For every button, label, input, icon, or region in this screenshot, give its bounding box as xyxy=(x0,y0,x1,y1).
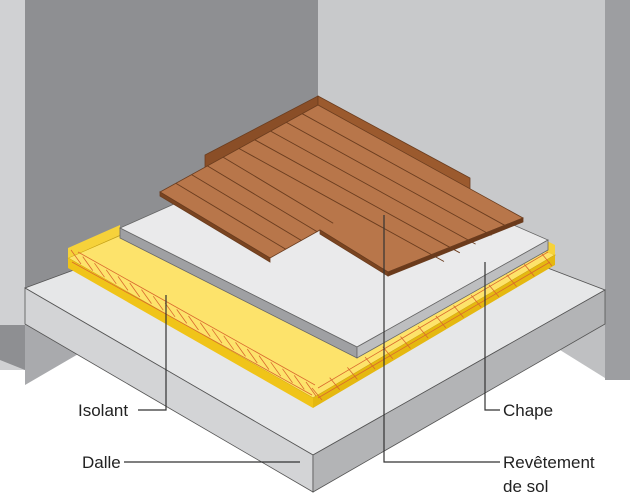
mesh-wire xyxy=(506,274,517,287)
mesh-wire xyxy=(305,381,317,397)
floor-covering-wood xyxy=(159,95,524,277)
mesh-wire xyxy=(311,387,323,401)
mesh-wire xyxy=(317,251,549,389)
mesh-wire xyxy=(488,284,500,298)
label-revetement-line2: de sol xyxy=(503,477,548,496)
mesh-wire xyxy=(541,253,553,267)
mesh-wire xyxy=(82,256,94,271)
label-dalle: Dalle xyxy=(82,453,121,472)
plank-seam xyxy=(270,130,476,245)
mesh-wire xyxy=(141,289,152,304)
mesh-wire xyxy=(152,295,164,311)
mesh-wire xyxy=(164,302,176,318)
mesh-wire xyxy=(105,269,117,285)
plank-seam xyxy=(238,148,445,262)
mesh-wire xyxy=(453,305,464,318)
plank-seam xyxy=(301,113,508,228)
mesh-wire xyxy=(129,282,141,298)
mesh-wire xyxy=(199,322,211,337)
mesh-wire xyxy=(258,355,270,370)
label-isolant: Isolant xyxy=(78,401,128,420)
mesh-wire xyxy=(470,294,482,308)
mesh-wire xyxy=(235,342,246,357)
mesh-wire xyxy=(94,262,105,278)
mesh-wire xyxy=(77,251,316,386)
mesh-wire xyxy=(435,315,447,329)
walls xyxy=(0,0,630,385)
mesh-wire xyxy=(270,361,282,377)
leader-lines xyxy=(124,215,500,463)
mesh-wire xyxy=(70,249,82,265)
mesh-wire xyxy=(282,368,293,384)
label-revetement-line1: Revêtement xyxy=(503,453,595,472)
plank-seam xyxy=(207,165,318,233)
plank-seam xyxy=(222,156,334,224)
plank-seam xyxy=(286,122,492,236)
mesh-wire xyxy=(211,328,223,344)
mesh-wire xyxy=(176,309,188,324)
reinforcement-mesh xyxy=(70,249,553,401)
mesh-wire xyxy=(188,315,199,331)
plank-seam xyxy=(254,139,461,254)
label-chape: Chape xyxy=(503,401,553,420)
mesh-wire xyxy=(117,276,129,291)
mesh-wire xyxy=(246,348,258,364)
mesh-wire xyxy=(524,264,535,277)
mesh-wire xyxy=(71,261,313,396)
mesh-wire xyxy=(317,261,551,399)
plank-seam xyxy=(175,182,287,250)
plank-seam xyxy=(191,174,302,241)
mesh-wire xyxy=(223,335,235,351)
mesh-wire xyxy=(293,375,305,390)
